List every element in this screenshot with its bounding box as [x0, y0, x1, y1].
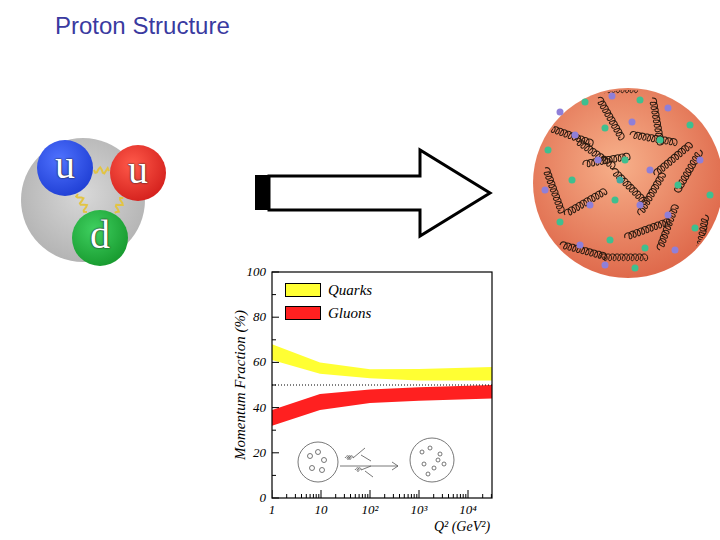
tick-label: 10: [315, 502, 328, 518]
axis-title: Momentum Fraction (%): [232, 310, 249, 460]
tick-label: 80: [253, 309, 266, 325]
tick-label: 10²: [362, 502, 379, 518]
legend-text: Quarks: [328, 282, 372, 299]
slide-title: Proton Structure: [55, 12, 230, 40]
quark-label: u: [128, 150, 148, 196]
tick-label: 1: [269, 502, 276, 518]
quark-circle: u: [37, 140, 93, 196]
gluon-sea: [542, 86, 709, 263]
tick-label: 20: [253, 445, 266, 461]
tick-label: 40: [253, 400, 266, 416]
inset-sketch: [298, 438, 454, 482]
quark-label: u: [55, 145, 75, 191]
gluon-link: [94, 167, 109, 173]
quark-band: [272, 344, 492, 380]
axis-title: Q² (GeV²): [434, 519, 490, 535]
legend-swatch: [285, 306, 321, 320]
tick-label: 10³: [411, 502, 428, 518]
quark-label: d: [90, 215, 110, 261]
gluon-band: [272, 385, 492, 426]
gluon-link: [115, 198, 124, 213]
quark-circle: d: [72, 210, 128, 266]
parton-dots: [542, 93, 714, 272]
gluon-link: [76, 194, 87, 212]
tick-label: 10⁴: [459, 502, 477, 518]
tick-label: 60: [253, 354, 266, 370]
legend-text: Gluons: [328, 305, 371, 322]
x-ticks: [272, 490, 492, 498]
tick-label: 0: [260, 490, 267, 506]
y-ticks: [272, 272, 279, 498]
big-arrow: [269, 150, 490, 236]
arrow-tail: [255, 175, 269, 210]
quark-circle: u: [110, 145, 166, 201]
chart-plot: [272, 272, 515, 498]
legend-swatch: [285, 283, 321, 297]
proton-complex: [533, 88, 720, 278]
tick-label: 100: [247, 264, 267, 280]
